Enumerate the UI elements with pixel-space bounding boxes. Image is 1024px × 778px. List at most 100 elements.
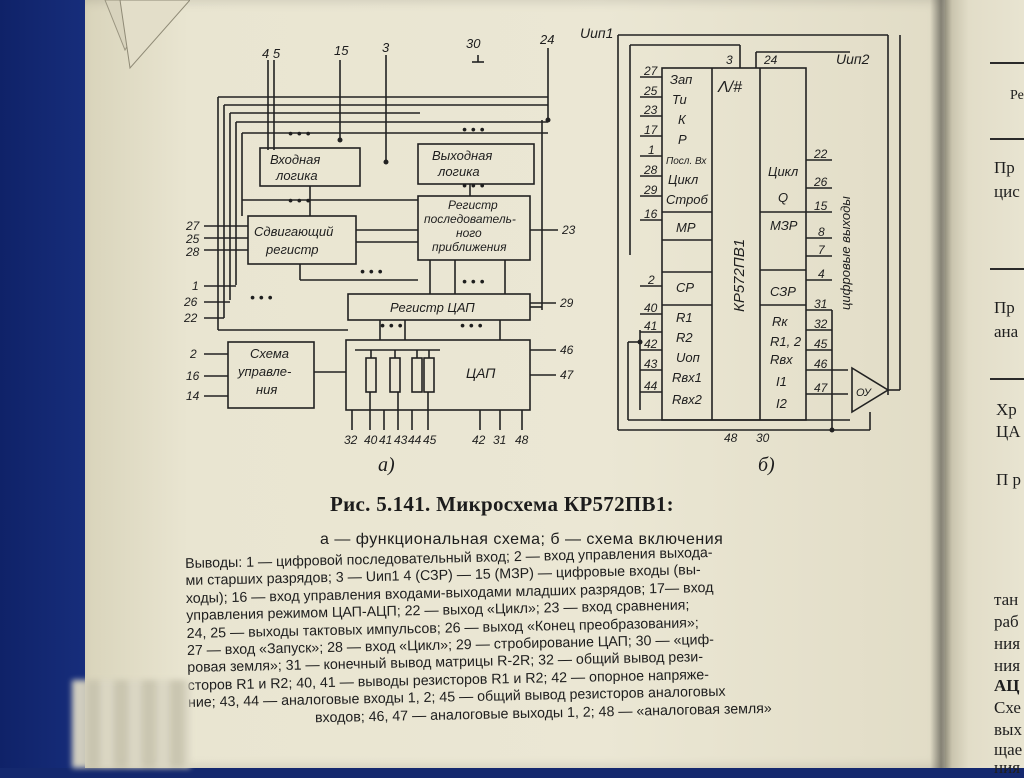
left-function-label: Uоп bbox=[676, 350, 700, 365]
page-fragment: ния bbox=[994, 758, 1021, 777]
bottom-pin-label: 45 bbox=[423, 433, 437, 447]
rule-line bbox=[990, 138, 1024, 140]
input-logic-label-2: логика bbox=[275, 168, 318, 183]
figure-label-b: б) bbox=[758, 454, 775, 476]
left-pin-number: 28 bbox=[643, 163, 658, 177]
control-label-2: управле- bbox=[237, 364, 292, 379]
top-pin-label: 3 bbox=[726, 53, 733, 67]
left-pin-number: 40 bbox=[644, 301, 658, 315]
figure-subcaption: а — функциональная схема; б — схема вклю… bbox=[320, 531, 724, 548]
right-pin-number: 46 bbox=[814, 357, 828, 371]
page-fragment: Пр bbox=[994, 158, 1015, 177]
right-pin-number: 15 bbox=[814, 199, 828, 213]
right-function-label: Rк bbox=[772, 314, 788, 329]
right-pin-number: 8 bbox=[818, 225, 825, 239]
svg-text:• • •: • • • bbox=[460, 317, 483, 333]
right-function-label: R1, 2 bbox=[770, 334, 802, 349]
top-pin-label: 3 bbox=[382, 40, 390, 55]
right-function-label: I2 bbox=[776, 396, 788, 411]
figure-caption: Рис. 5.141. Микросхема КР572ПВ1: bbox=[330, 492, 674, 516]
left-pin-number: 23 bbox=[643, 103, 658, 117]
left-function-label: Посл. Вх bbox=[666, 156, 707, 167]
left-pin-label: 22 bbox=[183, 311, 198, 325]
book-page-right bbox=[945, 0, 1024, 768]
bottom-pin-label: 41 bbox=[379, 433, 392, 447]
left-function-label: Р bbox=[678, 132, 687, 147]
svg-text:• • •: • • • bbox=[250, 289, 273, 305]
right-function-label: МЗР bbox=[770, 218, 798, 233]
bottom-pin-label: 32 bbox=[344, 433, 358, 447]
left-function-label: Строб bbox=[666, 192, 709, 207]
dac-label: ЦАП bbox=[466, 365, 496, 381]
bottom-pin-label: 40 bbox=[364, 433, 378, 447]
right-function-label: Q bbox=[778, 190, 788, 205]
sar-label-4: приближения bbox=[432, 240, 507, 254]
left-function-label: МР bbox=[676, 220, 696, 235]
bottom-pin-label: 31 bbox=[493, 433, 506, 447]
bottom-pin-label: 44 bbox=[408, 433, 422, 447]
left-pin-number: 43 bbox=[644, 357, 658, 371]
left-function-label: R2 bbox=[676, 330, 693, 345]
page-fragment: П р bbox=[996, 470, 1022, 489]
left-function-label: R1 bbox=[676, 310, 693, 325]
page-fragment: АЦ bbox=[994, 676, 1020, 695]
page-fragment: цис bbox=[994, 182, 1020, 201]
page-fragment: ния bbox=[994, 656, 1021, 675]
right-function-label: I1 bbox=[776, 374, 787, 389]
left-function-label: СР bbox=[676, 280, 694, 295]
sar-label-1: Регистр bbox=[448, 198, 498, 212]
folded-corner bbox=[104, 0, 190, 70]
right-pin-label: 29 bbox=[559, 296, 574, 310]
page-fragment: ЦА bbox=[996, 422, 1021, 441]
rule-line bbox=[990, 378, 1024, 380]
right-pin-number: 32 bbox=[814, 317, 828, 331]
top-pin-label: 30 bbox=[466, 36, 481, 51]
supply-1-label: Uип1 bbox=[580, 25, 613, 41]
amp-label: ОУ bbox=[856, 387, 872, 399]
left-pin-label: 25 bbox=[185, 232, 200, 246]
top-pin-label: 4 5 bbox=[262, 46, 281, 61]
page-fragment: вых bbox=[994, 720, 1022, 739]
right-pin-number: 7 bbox=[818, 243, 826, 257]
svg-text:• • •: • • • bbox=[462, 121, 485, 137]
left-function-label: Зап bbox=[670, 72, 692, 87]
left-pin-label: 28 bbox=[185, 245, 200, 259]
left-function-label: Rвх1 bbox=[672, 370, 702, 385]
blurred-region bbox=[72, 680, 190, 768]
right-pin-number: 26 bbox=[813, 175, 828, 189]
sar-label-2: последователь- bbox=[424, 212, 516, 226]
page-fragment: ана bbox=[994, 322, 1019, 341]
left-pin-number: 44 bbox=[644, 379, 658, 393]
page-fragment: ния bbox=[994, 634, 1021, 653]
left-function-label: Ти bbox=[672, 92, 687, 107]
input-logic-label-1: Входная bbox=[270, 152, 320, 167]
svg-text:• • •: • • • bbox=[288, 125, 311, 141]
left-pin-label: 1 bbox=[192, 279, 199, 293]
right-function-label: СЗР bbox=[770, 284, 796, 299]
left-pin-label: 2 bbox=[189, 347, 197, 361]
shift-register-label-1: Сдвигающий bbox=[254, 224, 333, 239]
page-fragment: Хр bbox=[996, 400, 1017, 419]
right-function-label: Rвх bbox=[770, 352, 793, 367]
control-label-3: ния bbox=[256, 382, 277, 397]
page-fragment: тан bbox=[994, 590, 1019, 609]
chip-name: КР572ПВ1 bbox=[731, 239, 748, 312]
left-pin-number: 1 bbox=[648, 143, 655, 157]
output-logic-label-2: логика bbox=[437, 164, 480, 179]
svg-text:• • •: • • • bbox=[462, 273, 485, 289]
right-pin-number: 47 bbox=[814, 381, 829, 395]
bottom-pin-label: 42 bbox=[472, 433, 486, 447]
outputs-label: цифровые выходы bbox=[838, 196, 853, 310]
rule-line bbox=[990, 268, 1024, 270]
left-pin-number: 29 bbox=[643, 183, 658, 197]
left-pin-label: 26 bbox=[183, 295, 198, 309]
svg-text:• • •: • • • bbox=[380, 317, 403, 333]
left-pin-number: 25 bbox=[643, 84, 658, 98]
left-pin-number: 17 bbox=[644, 123, 659, 137]
left-pin-number: 41 bbox=[644, 319, 657, 333]
left-pin-number: 42 bbox=[644, 337, 658, 351]
supply-2-label: Uип2 bbox=[836, 51, 870, 67]
right-pin-label: 23 bbox=[561, 223, 576, 237]
